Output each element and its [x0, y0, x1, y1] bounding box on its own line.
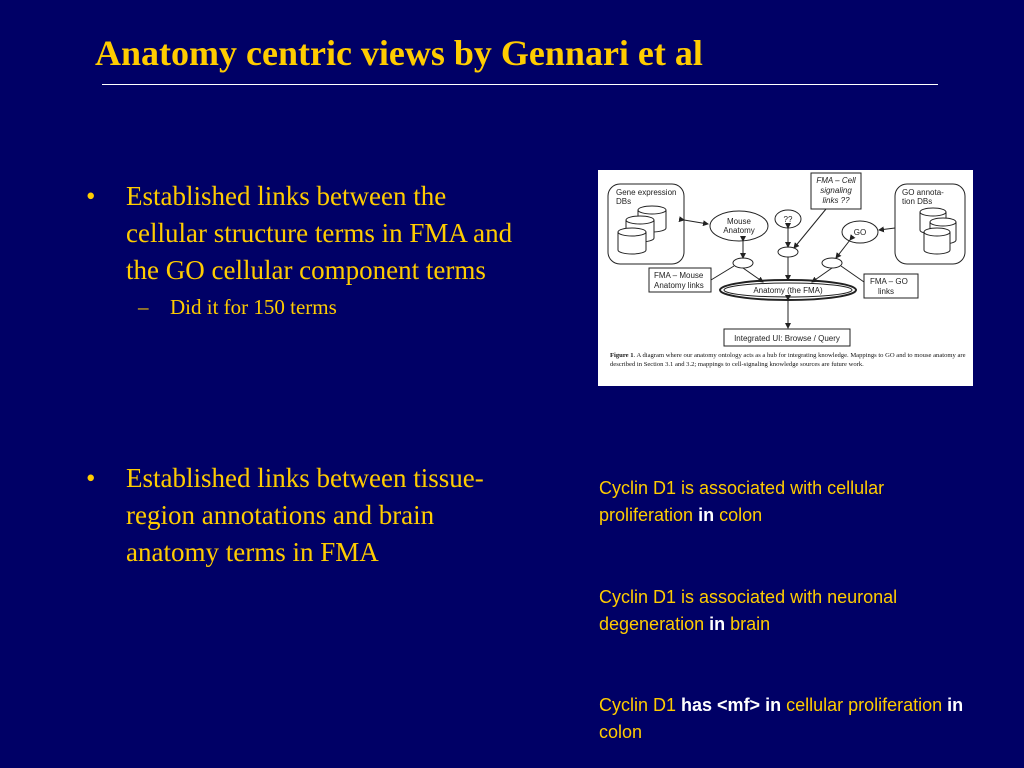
- bullet-text: Established links between tissue-region …: [126, 463, 484, 567]
- bullet-text: Established links between the cellular s…: [126, 181, 513, 285]
- sub-bullet-item: – Did it for 150 terms: [86, 293, 516, 321]
- title-underline: [102, 84, 938, 85]
- fma-go-box: [863, 273, 919, 299]
- go-link-node: [821, 257, 843, 269]
- bullet-list-2: • Established links between tissue-regio…: [86, 460, 516, 571]
- architecture-diagram: Gene expression DBs GO annota- tion DBs …: [607, 172, 966, 347]
- sub-bullet-glyph: –: [138, 295, 149, 319]
- bullet-glyph: •: [86, 463, 96, 493]
- statement-keyword: in: [947, 695, 964, 715]
- caption-label: Figure 1: [610, 352, 634, 359]
- figure-caption: Figure 1. A diagram where our anatomy on…: [610, 351, 966, 369]
- database-icon: [919, 207, 957, 255]
- bullet-glyph: •: [86, 181, 96, 211]
- statement-text: cellular proliferation: [781, 695, 948, 715]
- mouse-label-2: Anatomy: [723, 226, 755, 235]
- go-db-label-2: tion DBs: [902, 197, 932, 206]
- unknown-label: ??: [784, 215, 793, 224]
- signal-link-node: [777, 246, 799, 258]
- go-db-label-1: GO annota-: [902, 188, 944, 197]
- cell-label-3: links ??: [822, 196, 850, 205]
- mouse-link-node: [732, 257, 754, 269]
- statement-keyword: in: [709, 614, 726, 634]
- integrated-ui-label: Integrated UI: Browse / Query: [734, 334, 840, 343]
- go-label: GO: [854, 228, 866, 237]
- mouse-anatomy-node: [709, 210, 769, 242]
- statement-1: Cyclin D1 is associated with cellular pr…: [599, 475, 969, 529]
- bullet-list-1: • Established links between the cellular…: [86, 178, 516, 321]
- gene-db-label-2: DBs: [616, 197, 631, 206]
- fma-go-label-2: links: [878, 287, 894, 296]
- mouse-label-1: Mouse: [727, 217, 752, 226]
- statement-text: Cyclin D1: [599, 695, 682, 715]
- diagram-arrows: [678, 208, 896, 329]
- statement-keyword: has <mf> in: [681, 695, 782, 715]
- go-node: [841, 220, 879, 244]
- gene-db-label-1: Gene expression: [616, 188, 676, 197]
- statement-text: colon: [599, 722, 643, 742]
- statement-text: brain: [725, 614, 771, 634]
- go-db-box: [894, 183, 966, 265]
- cell-label-2: signaling: [820, 186, 852, 195]
- fma-go-label-1: FMA – GO: [870, 277, 908, 286]
- statement-text: Cyclin D1 is associated with neuronal de…: [599, 587, 898, 634]
- caption-text: . A diagram where our anatomy ontology a…: [610, 352, 966, 368]
- database-icon: [617, 205, 667, 255]
- cell-label-1: FMA – Cell: [816, 176, 855, 185]
- fma-mouse-label-1: FMA – Mouse: [654, 271, 704, 280]
- fma-label: Anatomy (the FMA): [753, 286, 823, 295]
- bullet-item: • Established links between tissue-regio…: [86, 460, 516, 571]
- statement-text: Cyclin D1 is associated with cellular pr…: [599, 478, 885, 525]
- slide-title: Anatomy centric views by Gennari et al: [95, 33, 703, 73]
- sub-bullet-text: Did it for 150 terms: [170, 295, 337, 319]
- statement-keyword: in: [698, 505, 715, 525]
- statement-3: Cyclin D1 has <mf> in cellular prolifera…: [599, 692, 969, 746]
- architecture-figure: Gene expression DBs GO annota- tion DBs …: [598, 170, 973, 386]
- bullet-item: • Established links between the cellular…: [86, 178, 516, 289]
- cell-signaling-note: [810, 172, 862, 210]
- statement-text: colon: [714, 505, 763, 525]
- statement-2: Cyclin D1 is associated with neuronal de…: [599, 584, 969, 638]
- fma-mouse-label-2: Anatomy links: [654, 281, 704, 290]
- integrated-ui-box: [723, 328, 851, 347]
